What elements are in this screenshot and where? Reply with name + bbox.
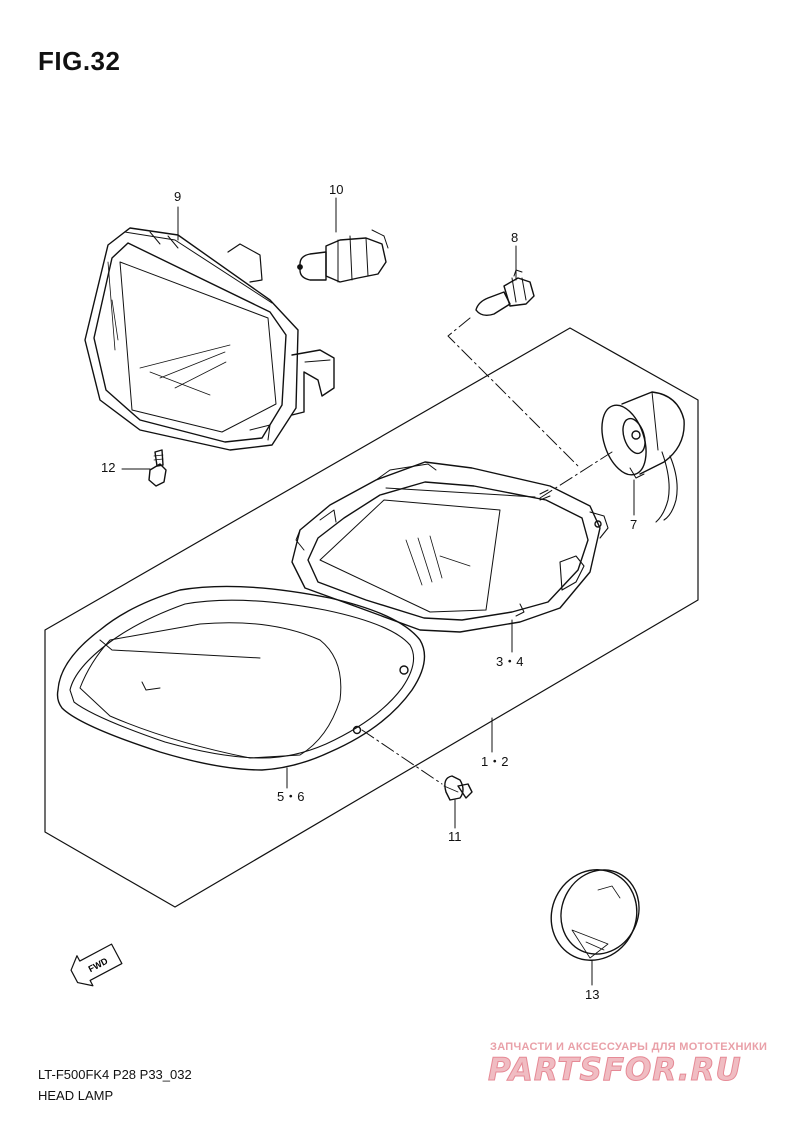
part-5-6-cover xyxy=(56,585,426,771)
part-3-4-headlamp-unit xyxy=(291,461,609,633)
watermark-logo: PARTSFOR.RU xyxy=(488,1052,742,1089)
assembly-lines xyxy=(361,317,613,785)
callout-9: 9 xyxy=(173,189,183,204)
part-12-bolt xyxy=(148,449,167,487)
figure-title: FIG.32 xyxy=(38,46,121,76)
callout-8: 8 xyxy=(510,230,520,245)
part-9-headlamp-unit xyxy=(84,227,335,451)
diagram-code: LT-F500FK4 P28 P33_032 xyxy=(38,1067,192,1082)
part-10-socket-bulb xyxy=(297,229,389,283)
watermark-tagline: ЗАПЧАСТИ И АКСЕССУАРЫ ДЛЯ МОТОТЕХНИКИ xyxy=(490,1041,768,1053)
assembly-group-outline xyxy=(44,327,699,908)
callout-10: 10 xyxy=(328,182,345,197)
assembly-line-socket-7 xyxy=(539,451,613,499)
assembly-line-screw-11 xyxy=(361,729,443,785)
callout-1-2: 1・2 xyxy=(480,754,510,769)
callout-13: 13 xyxy=(584,987,601,1002)
callout-7: 7 xyxy=(629,517,639,532)
assembly-line-bulb-8 xyxy=(447,317,581,469)
part-7-socket xyxy=(601,391,685,523)
part-8-bulb xyxy=(475,269,535,317)
fwd-arrow-icon xyxy=(70,943,123,987)
callout-12: 12 xyxy=(100,460,117,475)
callout-3-4: 3・4 xyxy=(495,654,525,669)
leader-lines xyxy=(121,197,635,986)
callout-11: 11 xyxy=(447,829,463,844)
diagram-name: HEAD LAMP xyxy=(38,1088,114,1103)
callout-5-6: 5・6 xyxy=(276,789,306,804)
part-13-reflector xyxy=(550,869,640,961)
part-11-screw xyxy=(443,775,473,801)
